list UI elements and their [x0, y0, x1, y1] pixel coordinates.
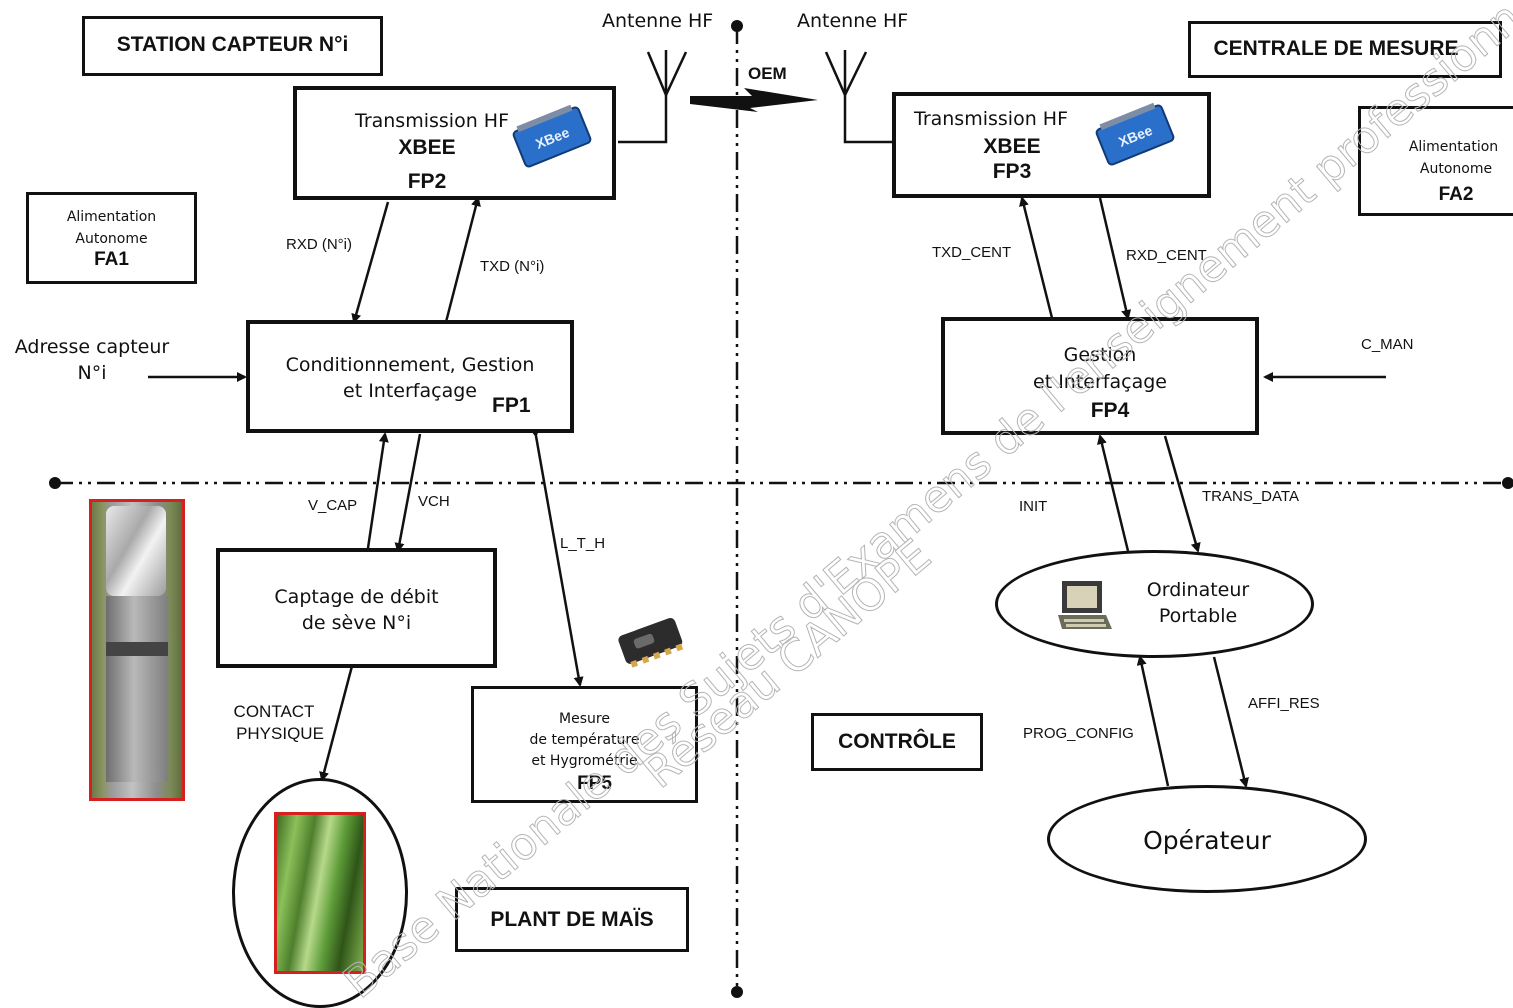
laptop-icon	[1058, 581, 1112, 629]
signal-affi-res: AFFI_RES	[1248, 695, 1320, 712]
fp3-code: FP3	[992, 160, 1032, 183]
fa2-box: Alimentation Autonome FA2	[1358, 106, 1513, 216]
fa2-line1: Alimentation	[1408, 139, 1499, 155]
signal-trans-data: TRANS_DATA	[1202, 488, 1299, 505]
fp4-line1: Gestion	[1063, 344, 1137, 366]
antenna-left-label: Antenne HF	[602, 10, 714, 32]
controle-title: CONTRÔLE	[838, 730, 956, 753]
address-line2: N°i	[77, 362, 107, 384]
fp2-line1: Transmission HF	[355, 110, 509, 132]
axis-dot-bottom	[731, 986, 743, 998]
operator-ellipse: Opérateur	[1047, 785, 1367, 893]
fp5-code: FP5	[577, 773, 612, 794]
fa1-line1: Alimentation	[66, 209, 157, 225]
sap-line2: de sève N°i	[301, 612, 412, 634]
centrale-title: CENTRALE DE MESURE	[1213, 37, 1459, 60]
controle-title-box: CONTRÔLE	[811, 713, 983, 771]
signal-txd-cent: TXD_CENT	[932, 244, 1012, 261]
fp5-box: Mesure de température et Hygrométrie FP5	[471, 686, 698, 803]
fa1-line2: Autonome	[75, 231, 148, 247]
fa2-line2: Autonome	[1419, 161, 1493, 177]
fp1-line2: et Interfaçage	[343, 380, 477, 402]
humidity-sensor-chip-icon	[618, 617, 684, 668]
centrale-title-box: CENTRALE DE MESURE	[1188, 21, 1502, 78]
sensor-tube	[106, 596, 168, 782]
fp5-line3: et Hygrométrie	[531, 753, 638, 769]
foil-wrap	[106, 506, 166, 596]
sap-sensor-photo	[89, 499, 185, 801]
station-title-box: STATION CAPTEUR N°i	[82, 16, 383, 76]
fp4-code: FP4	[1090, 399, 1130, 422]
fa2-code: FA2	[1438, 184, 1474, 205]
laptop-ellipse: Ordinateur Portable	[995, 550, 1314, 658]
signal-rxd-cent: RXD_CENT	[1126, 247, 1207, 264]
sensor-band	[106, 642, 168, 656]
fp2-code: FP2	[407, 170, 447, 193]
axis-dot-top	[731, 20, 743, 32]
signal-rxd: RXD (N°i)	[286, 236, 352, 253]
fa1-code: FA1	[94, 249, 129, 270]
signal-c-man: C_MAN	[1361, 336, 1414, 353]
fp5-line1: Mesure	[559, 711, 610, 727]
sap-line1: Captage de débit	[274, 586, 439, 608]
antenna-left-icon	[618, 50, 688, 144]
fp3-line2: XBEE	[983, 135, 1041, 158]
address-line1: Adresse capteur	[14, 336, 170, 358]
xbee-chip-icon: XBee	[512, 104, 592, 168]
fp4-box: Gestion et Interfaçage FP4	[941, 317, 1259, 435]
signal-txd: TXD (N°i)	[480, 258, 545, 275]
signal-prog-config: PROG_CONFIG	[1023, 725, 1134, 742]
fp5-line2: de température	[529, 732, 640, 748]
fp2-line2: XBEE	[398, 136, 456, 159]
fp3-line1: Transmission HF	[914, 108, 1068, 130]
signal-contact-line2: PHYSIQUE	[236, 724, 324, 743]
fp2-box: Transmission HF XBEE FP2 XBee	[293, 86, 616, 200]
signal-v-cap: V_CAP	[308, 497, 358, 514]
plant-title: PLANT DE MAÏS	[490, 908, 654, 931]
signal-contact-line1: CONTACT	[233, 702, 315, 721]
fp3-box: Transmission HF XBEE FP3 XBee	[892, 92, 1211, 198]
plant-title-box: PLANT DE MAÏS	[455, 887, 689, 952]
fp1-line1: Conditionnement, Gestion	[285, 354, 535, 376]
fp4-line2: et Interfaçage	[1033, 371, 1167, 393]
antenna-right-icon	[824, 50, 895, 144]
operator-label: Opérateur	[1143, 826, 1271, 855]
fp1-code: FP1	[492, 394, 531, 417]
signal-init: INIT	[1019, 498, 1048, 515]
fp1-box: Conditionnement, Gestion et Interfaçage …	[246, 320, 574, 433]
signal-vch: VCH	[418, 493, 450, 510]
sap-flow-box: Captage de débit de sève N°i	[216, 548, 497, 668]
axis-dot-left	[49, 477, 61, 489]
station-title: STATION CAPTEUR N°i	[116, 33, 349, 56]
signal-lth: L_T_H	[560, 535, 606, 552]
axis-dot-right	[1502, 477, 1513, 489]
corn-plant-photo	[274, 812, 366, 974]
oem-label: OEM	[748, 64, 787, 83]
laptop-line1: Ordinateur	[1146, 579, 1250, 601]
fa1-box: Alimentation Autonome FA1	[26, 192, 197, 284]
xbee-chip-icon: XBee	[1095, 102, 1175, 166]
laptop-line2: Portable	[1158, 605, 1238, 627]
radio-link-icon	[690, 88, 818, 112]
antenna-right-label: Antenne HF	[797, 10, 909, 32]
